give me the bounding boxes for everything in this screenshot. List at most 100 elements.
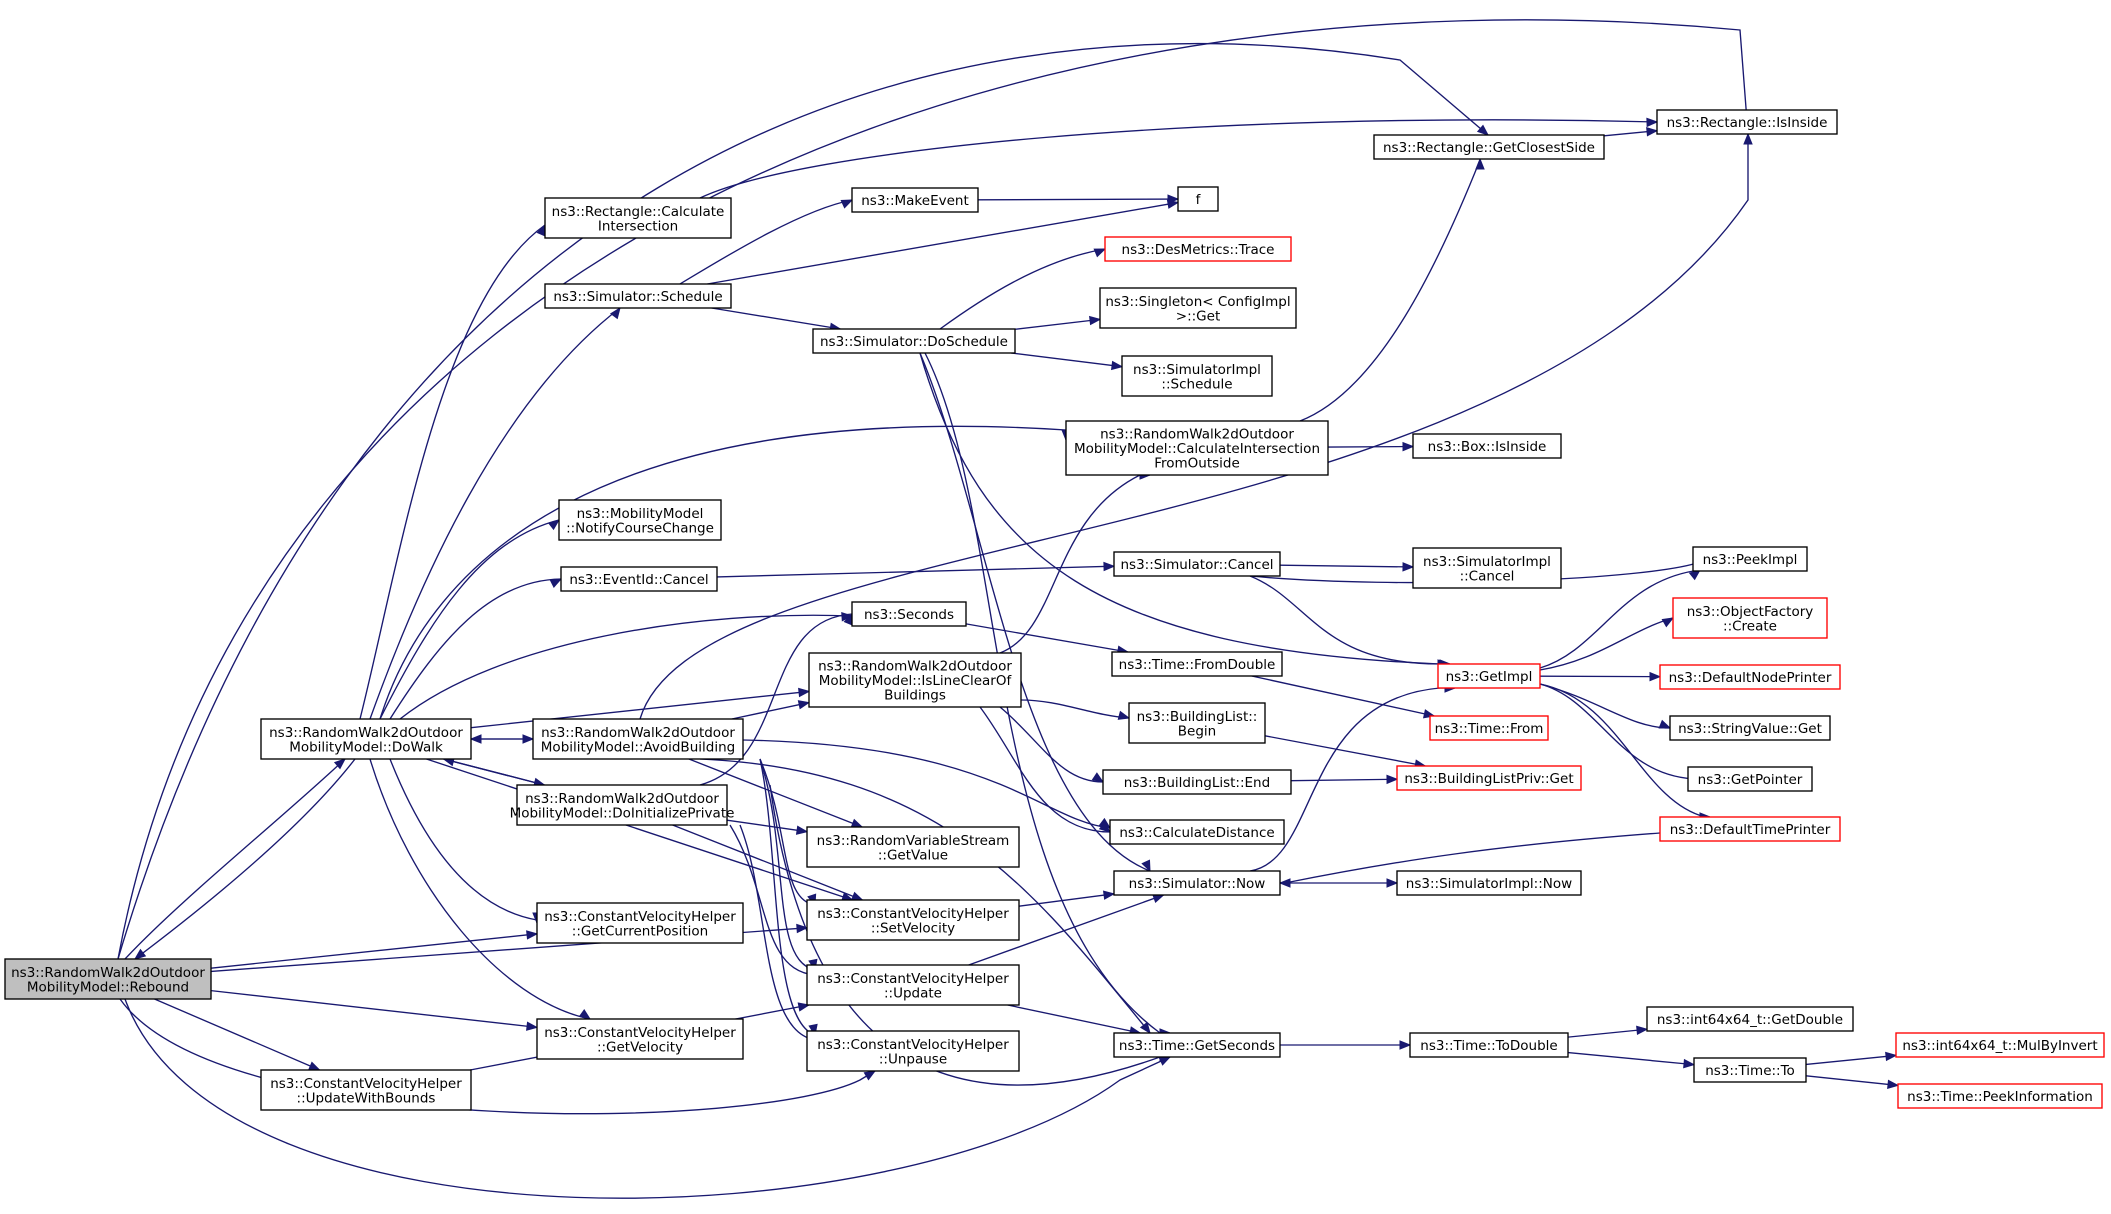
node-peekimpl[interactable]: ns3::PeekImpl: [1692, 546, 1808, 572]
edge-doschedule-to-destrace: [939, 248, 1107, 330]
node-label-line: FromOutside: [1154, 456, 1240, 472]
node-label-line: ns3::RandomWalk2dOutdoor: [269, 725, 463, 741]
node-label-line: ns3::BuildingList::End: [1124, 775, 1270, 791]
node-mulbyinvert[interactable]: ns3::int64x64_t::MulByInvert: [1895, 1032, 2105, 1058]
node-label-line: ns3::ConstantVelocityHelper: [817, 1037, 1009, 1053]
node-calcinterfromoutside[interactable]: ns3::RandomWalk2dOutdoorMobilityModel::C…: [1065, 420, 1329, 476]
node-avoidbuilding[interactable]: ns3::RandomWalk2dOutdoorMobilityModel::A…: [532, 718, 744, 760]
node-timeto[interactable]: ns3::Time::To: [1693, 1057, 1807, 1083]
node-f[interactable]: f: [1177, 186, 1219, 212]
node-setvelocity[interactable]: ns3::ConstantVelocityHelper::SetVelocity: [806, 899, 1020, 941]
node-calcdistance[interactable]: ns3::CalculateDistance: [1109, 819, 1285, 845]
node-notifycourse[interactable]: ns3::MobilityModel::NotifyCourseChange: [558, 499, 722, 541]
node-getvelocity[interactable]: ns3::ConstantVelocityHelper::GetVelocity: [536, 1018, 744, 1060]
node-makeevent[interactable]: ns3::MakeEvent: [851, 187, 979, 213]
node-label-line: ns3::DesMetrics::Trace: [1122, 242, 1275, 258]
node-simimplschedule[interactable]: ns3::SimulatorImpl::Schedule: [1121, 355, 1273, 397]
node-updatewithbounds[interactable]: ns3::ConstantVelocityHelper::UpdateWithB…: [260, 1069, 472, 1111]
node-label-line: ns3::Simulator::Now: [1129, 876, 1266, 892]
node-box: [544, 283, 732, 309]
node-doschedule[interactable]: ns3::Simulator::DoSchedule: [812, 328, 1016, 354]
node-singletonget[interactable]: ns3::Singleton< ConfigImpl >::Get: [1099, 287, 1297, 329]
node-label-line: ns3::BuildingListPriv::Get: [1404, 771, 1573, 787]
node-buildinglistbegin[interactable]: ns3::BuildingList::Begin: [1128, 702, 1266, 744]
node-rectcalcinter[interactable]: ns3::Rectangle::CalculateIntersection: [544, 197, 732, 239]
edge-cvhupdate-to-simnow: [968, 894, 1165, 966]
edge-buildinglistend-to-buildinglistprivget: [1290, 774, 1399, 785]
node-seconds[interactable]: ns3::Seconds: [851, 601, 967, 627]
edge-rebound-to-getvelocity: [210, 989, 539, 1031]
node-getimpl[interactable]: ns3::GetImpl: [1437, 663, 1541, 689]
edge-simnow-to-simimplnow: [1280, 878, 1399, 888]
node-label-line: ns3::CalculateDistance: [1119, 825, 1274, 841]
edge-islineclear-to-calcdistance: [979, 706, 1112, 833]
edge-rebound-to-getcurpos: [210, 930, 539, 969]
node-simimplcancel[interactable]: ns3::SimulatorImpl::Cancel: [1412, 547, 1562, 589]
node-buildinglistend[interactable]: ns3::BuildingList::End: [1102, 769, 1292, 795]
node-label-line: ns3::EventId::Cancel: [569, 572, 708, 588]
node-box: [806, 826, 1020, 868]
node-getcurpos[interactable]: ns3::ConstantVelocityHelper::GetCurrentP…: [536, 902, 744, 944]
node-getpointer[interactable]: ns3::GetPointer: [1687, 766, 1813, 792]
node-box: [1104, 236, 1292, 262]
edge-dowalk-to-rebound: [133, 758, 356, 960]
node-box: [808, 652, 1022, 708]
edge-avoidbuilding-to-calcdistance: [742, 739, 1112, 829]
node-int64getdouble[interactable]: ns3::int64x64_t::GetDouble: [1646, 1006, 1854, 1032]
node-box: [1669, 715, 1831, 741]
node-stringvalueget[interactable]: ns3::StringValue::Get: [1669, 715, 1831, 741]
node-label-line: ::Create: [1723, 618, 1777, 634]
edge-dowalk-to-eventcancel: [389, 578, 563, 720]
node-label-line: ns3::StringValue::Get: [1678, 721, 1822, 737]
node-cvhupdate[interactable]: ns3::ConstantVelocityHelper::Update: [806, 964, 1020, 1006]
node-box: [1656, 109, 1838, 135]
node-timetodouble[interactable]: ns3::Time::ToDouble: [1409, 1032, 1569, 1058]
node-box: [1177, 186, 1219, 212]
node-islineclear[interactable]: ns3::RandomWalk2dOutdoorMobilityModel::I…: [808, 652, 1022, 708]
edge-timetodouble-to-int64getdouble: [1567, 1025, 1649, 1038]
node-box: [1409, 1032, 1569, 1058]
edge-timeto-to-peekinformation: [1805, 1075, 1900, 1090]
node-rectgetclosest[interactable]: ns3::Rectangle::GetClosestSide: [1373, 134, 1605, 160]
node-label-line: ::Update: [884, 985, 942, 1001]
node-destrace[interactable]: ns3::DesMetrics::Trace: [1104, 236, 1292, 262]
edge-dowalk-to-seconds: [399, 611, 854, 720]
node-label-line: ::GetValue: [878, 847, 948, 863]
node-simimplnow[interactable]: ns3::SimulatorImpl::Now: [1396, 870, 1582, 896]
node-label-line: ns3::Singleton< ConfigImpl: [1105, 294, 1290, 310]
node-timegetseconds[interactable]: ns3::Time::GetSeconds: [1113, 1032, 1281, 1058]
node-box: [532, 718, 744, 760]
node-rectisinside[interactable]: ns3::Rectangle::IsInside: [1656, 109, 1838, 135]
node-label-line: ns3::DefaultNodePrinter: [1669, 670, 1832, 686]
node-eventcancel[interactable]: ns3::EventId::Cancel: [560, 566, 718, 592]
node-label-line: Buildings: [884, 688, 946, 704]
edge-dowalk-to-rectcalcinter: [359, 223, 546, 720]
node-label-line: ns3::Time::FromDouble: [1119, 657, 1276, 673]
node-rvsgetvalue[interactable]: ns3::RandomVariableStream::GetValue: [806, 826, 1020, 868]
node-peekinformation[interactable]: ns3::Time::PeekInformation: [1897, 1083, 2103, 1109]
node-label-line: ns3::MakeEvent: [861, 193, 969, 209]
node-defaultnodeprinter[interactable]: ns3::DefaultNodePrinter: [1659, 664, 1841, 690]
node-simnow[interactable]: ns3::Simulator::Now: [1113, 870, 1281, 896]
node-dowalk[interactable]: ns3::RandomWalk2dOutdoorMobilityModel::D…: [260, 718, 472, 760]
edge-avoidbuilding-to-dowalk: [469, 734, 533, 744]
node-timefromdouble[interactable]: ns3::Time::FromDouble: [1111, 651, 1283, 677]
node-label-line: ns3::ConstantVelocityHelper: [544, 909, 736, 925]
node-buildinglistprivget[interactable]: ns3::BuildingListPriv::Get: [1396, 765, 1582, 791]
node-label-line: ns3::Time::To: [1705, 1063, 1795, 1079]
node-unpause[interactable]: ns3::ConstantVelocityHelper::Unpause: [806, 1030, 1020, 1072]
node-box: [1897, 1083, 2103, 1109]
nodes-layer: ns3::RandomWalk2dOutdoorMobilityModel::R…: [4, 109, 2105, 1111]
edge-avoidbuilding-to-rvsgetvalue: [688, 758, 864, 828]
node-box: [1113, 870, 1281, 896]
node-objfactorycreate[interactable]: ns3::ObjectFactory::Create: [1672, 597, 1828, 639]
node-simschedule[interactable]: ns3::Simulator::Schedule: [544, 283, 732, 309]
node-simcancel[interactable]: ns3::Simulator::Cancel: [1113, 551, 1281, 577]
node-doinitpriv[interactable]: ns3::RandomWalk2dOutdoorMobilityModel::D…: [510, 784, 735, 826]
node-label-line: ns3::RandomVariableStream: [817, 833, 1010, 849]
node-label-line: ::Cancel: [1460, 568, 1515, 584]
node-boxisinside[interactable]: ns3::Box::IsInside: [1412, 433, 1562, 459]
edge-timefromdouble-to-timefrom: [1251, 675, 1436, 719]
node-defaulttimeprinter[interactable]: ns3::DefaultTimePrinter: [1659, 816, 1841, 842]
node-timefrom[interactable]: ns3::Time::From: [1429, 715, 1549, 741]
